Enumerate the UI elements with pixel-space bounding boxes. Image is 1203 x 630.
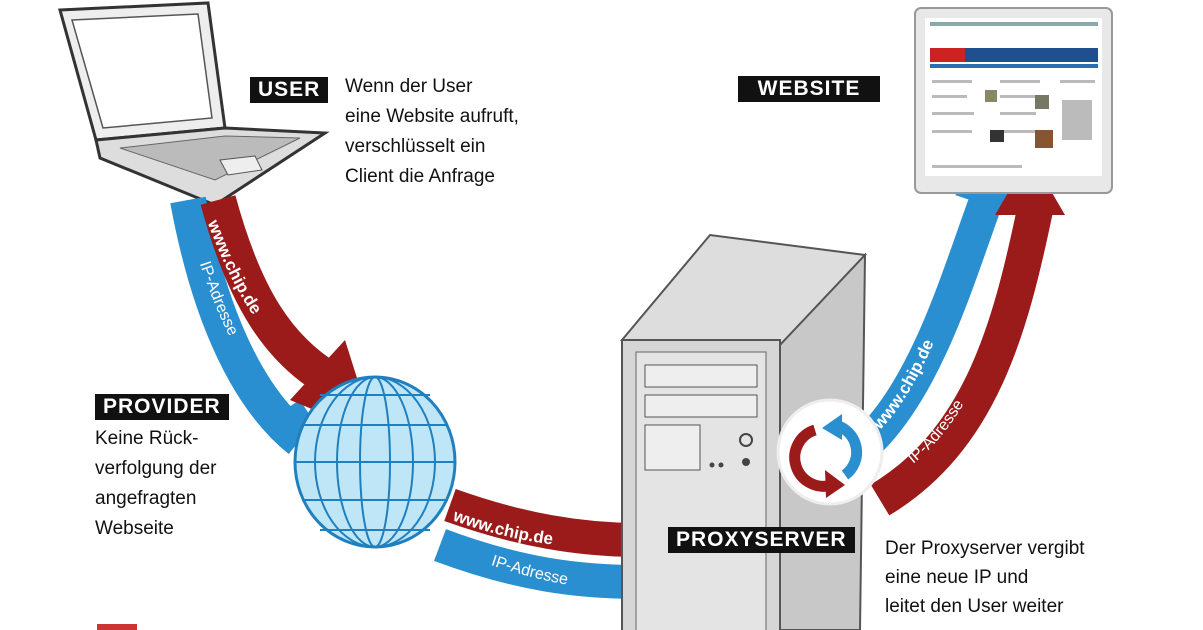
- text-line: angefragten: [95, 488, 197, 509]
- partial-red-mark: [97, 624, 137, 630]
- provider-label: PROVIDER: [95, 394, 229, 420]
- laptop-icon: [58, 1, 330, 207]
- text-line: leitet den User weiter: [885, 596, 1064, 617]
- globe-icon: [293, 375, 457, 549]
- user-description: Wenn der User eine Website aufruft, vers…: [345, 72, 519, 192]
- text-line: verfolgung der: [95, 458, 217, 479]
- proxyserver-label: PROXYSERVER: [668, 527, 855, 553]
- text-line: Keine Rück-: [95, 428, 199, 449]
- website-label: WEBSITE: [738, 76, 880, 102]
- text-line: eine Website aufruft,: [345, 106, 519, 127]
- text-line: eine neue IP und: [885, 567, 1029, 588]
- text-line: Der Proxyserver vergibt: [885, 538, 1085, 559]
- website-screenshot: [914, 7, 1113, 194]
- provider-description: Keine Rück- verfolgung der angefragten W…: [95, 424, 216, 544]
- refresh-icon: [776, 398, 884, 506]
- text-line: verschlüsselt ein: [345, 136, 486, 157]
- text-line: Webseite: [95, 518, 174, 539]
- user-label: USER: [250, 77, 329, 103]
- proxyserver-description: Der Proxyserver vergibt eine neue IP und…: [885, 534, 1085, 621]
- text-line: Client die Anfrage: [345, 166, 495, 187]
- arrow-proxy-to-website: www.chip.de IP-Adresse: [857, 150, 1065, 516]
- text-line: Wenn der User: [345, 76, 473, 97]
